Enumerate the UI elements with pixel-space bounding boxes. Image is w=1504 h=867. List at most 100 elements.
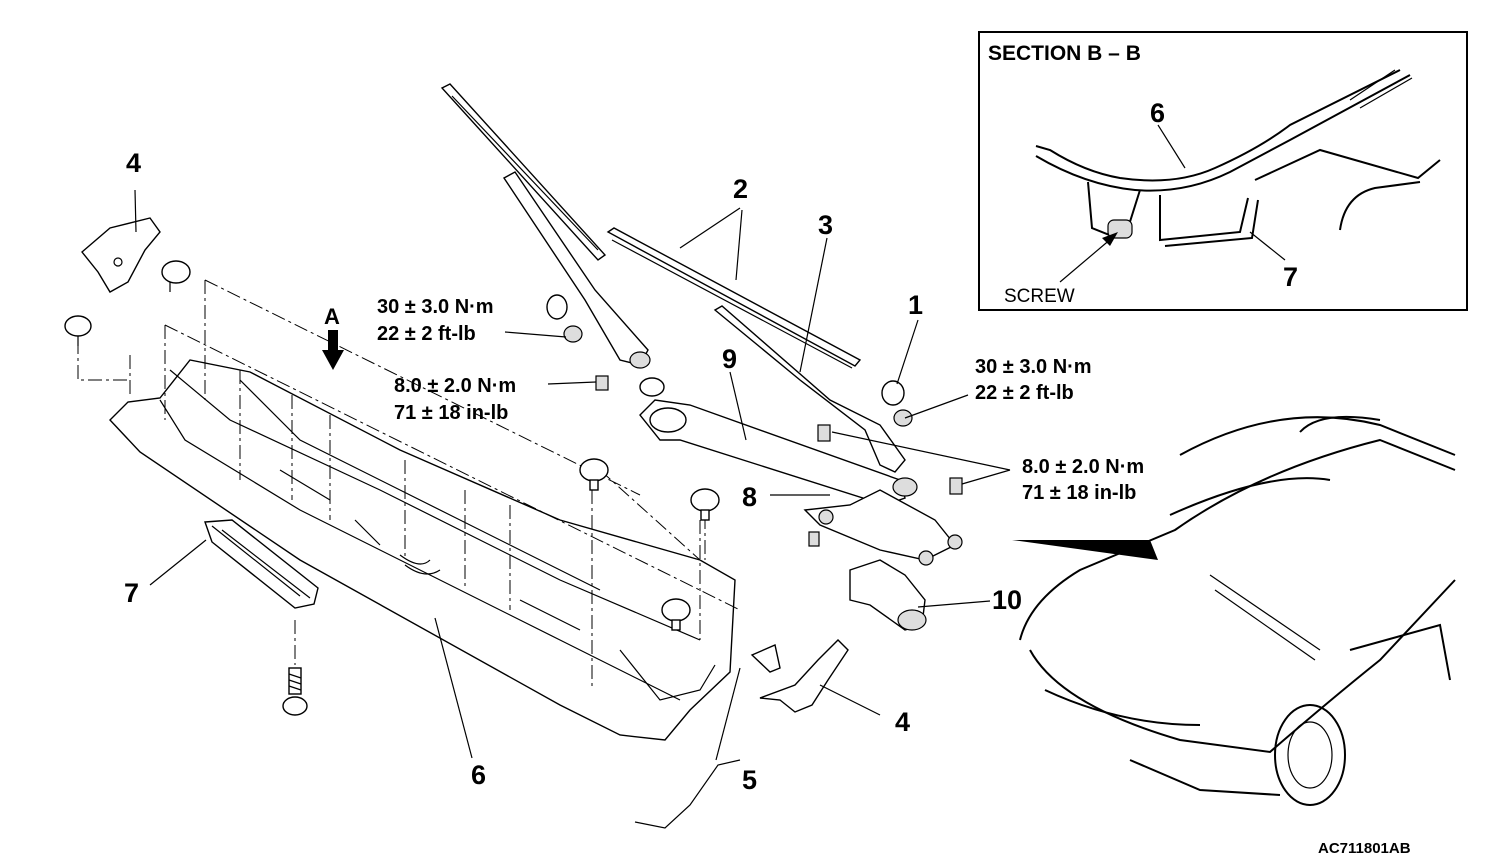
nut-right [893,409,913,427]
leader-2a [679,207,741,249]
cap-left [546,294,568,320]
linkage-pivot-right [892,477,918,497]
bolt-center-low [808,531,820,547]
leader-1 [896,319,919,385]
cowl-panel-vents [399,554,441,575]
inset-glass-edge [1349,69,1413,109]
inset-body-flange [1339,181,1421,231]
inset-body-panel [1254,148,1441,181]
linkage-pivot-left [649,407,687,433]
bracket-bolt-1 [947,534,963,550]
wiper-blade-right [606,227,862,369]
callout-3: 3 [818,210,833,240]
bolt-center-top [817,424,831,442]
clip-right [690,488,720,512]
callout-8: 8 [742,482,757,512]
callout-9: 9 [722,344,737,374]
clip-part5 [750,644,781,673]
bracket-bolt-3 [818,509,834,525]
left-arm-pivot-cap [629,351,651,369]
assembly-guide-lines [77,279,741,690]
leader-bolt-left [547,381,597,385]
callout-numbers: 1 2 3 4 4 5 6 7 8 9 10 [124,148,1022,795]
right-arm [713,305,906,473]
callout-6: 6 [471,760,486,790]
wiper-motor [849,559,927,631]
leader-3 [799,237,828,373]
guide-left-clips [77,280,206,420]
bracket-bolt-2 [918,550,934,566]
linkage-bar [639,399,906,506]
cowl-panel-end [619,649,716,701]
leader-9 [729,371,747,441]
car-hood-line [1019,438,1456,641]
inset-label-7: 7 [1283,262,1298,292]
nut-left [563,325,583,343]
leader-7 [149,539,207,586]
left-blade-rubber [451,95,599,251]
clip-lower-stem [671,619,681,631]
inset-leader-6 [1157,124,1186,169]
inset-leader-screw [1059,237,1113,283]
motor-end-cap [897,609,927,631]
car-bumper [1129,759,1281,796]
inset-frame [978,31,1468,311]
bolt-right [949,477,963,495]
screw-thread [288,673,302,691]
wiper-blade-left [440,83,607,261]
torque-arm-left-imp: 22 ± 2 ft-lb [377,323,476,345]
clip-lower [661,598,691,622]
cowl-top-panel [109,359,736,741]
wiper-arm-left [502,171,651,369]
inset-screw-label: SCREW [1004,286,1075,307]
callout-10: 10 [992,585,1022,615]
callout-1: 1 [908,290,923,320]
side-cover-top-body [81,217,161,293]
linkage-bracket [803,489,957,561]
inset-label-6: 6 [1150,98,1165,128]
car-wheel [1274,704,1346,806]
cowl-panel-slots [279,469,581,631]
clip-left-top [161,260,191,284]
cap-right [881,380,905,406]
leader-6 [434,617,473,759]
car-roof-edge [1299,415,1381,433]
pivot-left [639,377,665,397]
cowl-panel-body [109,359,736,741]
clip-left [64,315,92,337]
torque-bolt-left-nm: 8.0 ± 2.0 N·m [394,375,516,397]
torque-specs: 30 ± 3.0 N·m 22 ± 2 ft-lb 8.0 ± 2.0 N·m … [377,296,1144,504]
car-cowl-line [1169,477,1331,516]
leader-5-clip [715,667,741,761]
guide-back-edge [164,324,741,611]
clips [64,260,781,716]
part7-bracket [204,519,319,609]
callout-leaders [134,189,1011,829]
leader-5 [634,759,741,829]
torque-arm-right-nm: 30 ± 3.0 N·m [975,356,1092,378]
side-cover-bottom-body [759,639,849,713]
leader-10 [917,600,991,608]
clip-center [579,458,609,482]
torque-bolt-right-imp: 71 ± 18 in-lb [1022,482,1136,504]
side-cover-top [81,217,161,293]
cowl-panel-ridge [159,399,681,701]
part7-bracket-detail [211,525,311,599]
leader-bolt-right-2 [961,469,1011,485]
inset-cowl-top [1035,69,1401,182]
guide-right-clips [599,469,706,561]
figure-code: AC711801AB [1318,840,1411,857]
callout-7: 7 [124,578,139,608]
inset-part7-lower [1164,199,1259,247]
car-illustration [1012,415,1456,806]
side-cover-bottom [759,639,849,713]
torque-arm-left-nm: 30 ± 3.0 N·m [377,296,494,318]
callout-5: 5 [742,765,757,795]
car-pointer-arrow [1012,540,1158,560]
side-cover-top-hole [113,257,123,267]
inset-leader-7 [1249,231,1286,261]
bolt-left [595,375,609,391]
car-wheel-rim [1287,721,1333,789]
leader-torque-left [504,331,567,338]
